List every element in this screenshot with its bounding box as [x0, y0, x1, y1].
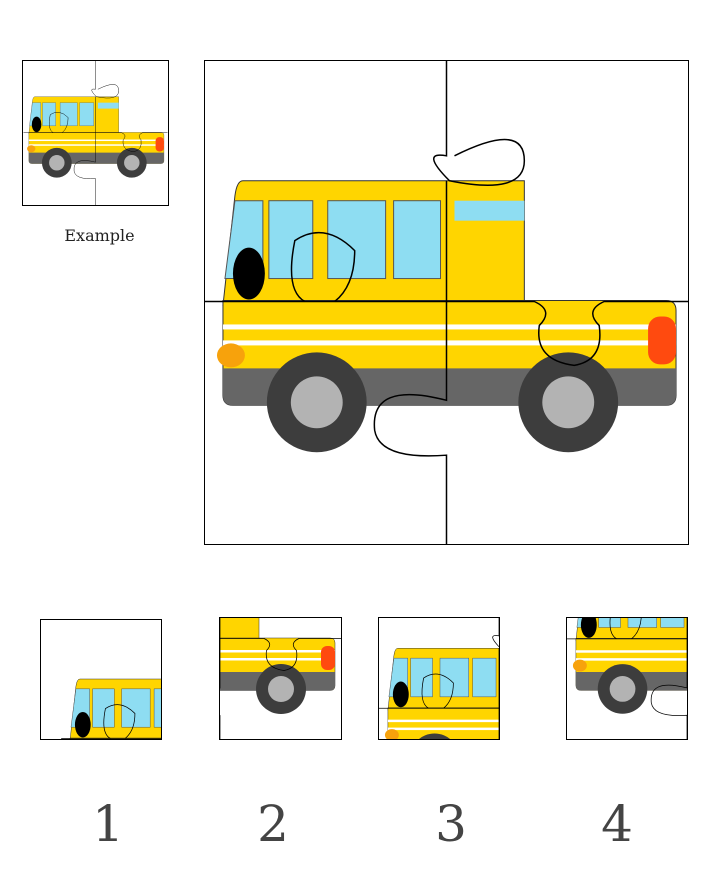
example-puzzle — [22, 60, 169, 206]
main-bus-image — [205, 61, 688, 544]
main-puzzle — [204, 60, 689, 545]
piece-number-3: 3 — [435, 795, 467, 853]
puzzle-piece-1[interactable] — [40, 619, 162, 740]
example-bus-image — [23, 61, 168, 205]
example-label: Example — [64, 226, 135, 245]
piece-1-image — [60, 620, 161, 739]
piece-2-image — [220, 618, 341, 739]
puzzle-piece-3[interactable] — [378, 617, 500, 740]
piece-4-image — [567, 618, 687, 739]
puzzle-piece-4[interactable] — [566, 617, 688, 740]
piece-number-1: 1 — [92, 795, 124, 853]
puzzle-piece-2[interactable] — [219, 617, 342, 740]
piece-3-image — [379, 618, 499, 739]
piece-number-2: 2 — [257, 795, 289, 853]
piece-number-4: 4 — [601, 795, 633, 853]
